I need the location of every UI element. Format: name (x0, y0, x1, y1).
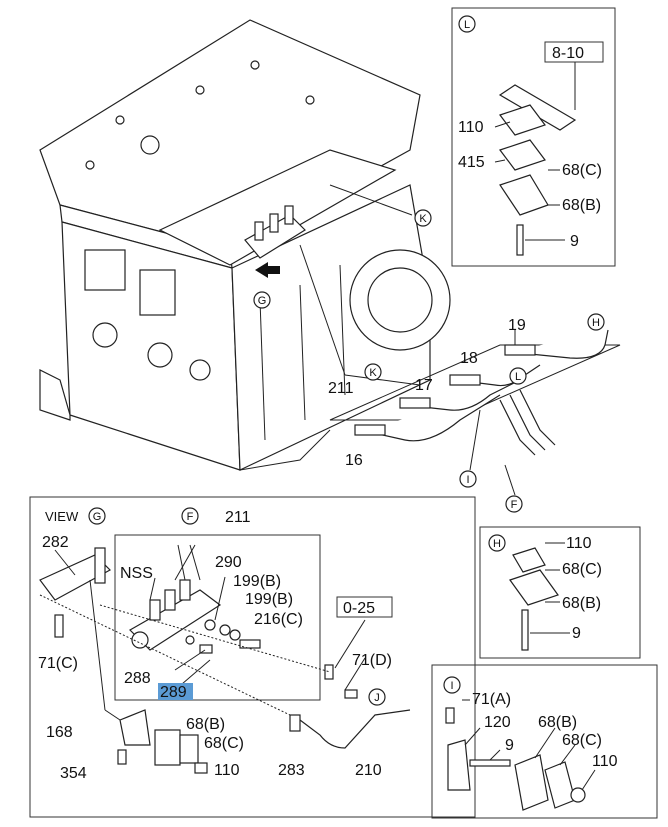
view-g-highlight-289 (158, 683, 193, 700)
pipe-label-16: 16 (345, 452, 363, 469)
detail-h-label-110: 110 (566, 535, 592, 552)
detail-l-ref-box: 8-10 (544, 41, 604, 63)
detail-i-box (431, 664, 658, 819)
view-g-label-290: 290 (215, 554, 242, 571)
view-g-label-210: 210 (355, 762, 382, 779)
view-g-title: VIEW (45, 509, 79, 524)
detail-l-label-415: 415 (458, 154, 485, 171)
detail-i-circle: I (443, 676, 461, 694)
detail-l-circle: L (458, 15, 476, 33)
svg-text:0-25: 0-25 (343, 600, 375, 617)
svg-text:F: F (187, 511, 194, 523)
detail-l-label-110: 110 (458, 119, 484, 136)
view-g-label-168: 168 (46, 724, 73, 741)
label-k-engine: K (414, 209, 432, 227)
pipe-circle-i: I (459, 470, 477, 488)
view-g-circle: G (88, 507, 106, 525)
svg-text:H: H (592, 317, 600, 329)
view-g-parts (39, 544, 411, 774)
detail-l-label-68b: 68(B) (562, 197, 601, 214)
view-g-label-289: 289 (160, 684, 187, 701)
detail-l-label-9: 9 (570, 233, 579, 250)
pipe-label-18: 18 (460, 350, 478, 367)
detail-h-label-68c: 68(C) (562, 561, 602, 578)
svg-text:8-10: 8-10 (552, 45, 584, 62)
view-g-label-199b-1: 199(B) (233, 573, 281, 590)
view-g-ref-box: 0-25 (336, 596, 393, 618)
detail-i-label-110: 110 (592, 753, 618, 770)
pipe-label-17: 17 (415, 377, 433, 394)
pipe-circle-h: H (587, 313, 605, 331)
view-g-label-288: 288 (124, 670, 151, 687)
view-g-label-199b-2: 199(B) (245, 591, 293, 608)
view-g-circle-f: F (181, 507, 199, 525)
view-g-label-283: 283 (278, 762, 305, 779)
view-g-label-282: 282 (42, 534, 69, 551)
pipe-label-19: 19 (508, 317, 526, 334)
view-g-box (29, 496, 476, 818)
detail-h-circle: H (488, 534, 506, 552)
detail-i-label-68b: 68(B) (538, 714, 577, 731)
svg-text:H: H (493, 538, 501, 550)
detail-i-label-71a: 71(A) (472, 691, 511, 708)
view-g-circle-j: J (368, 688, 386, 706)
view-g-label-68c: 68(C) (204, 735, 244, 752)
svg-text:I: I (466, 474, 469, 486)
svg-text:L: L (515, 371, 521, 383)
view-g-label-nss: NSS (120, 565, 153, 582)
label-g-engine: G (253, 291, 271, 309)
view-g-label-71d: 71(D) (352, 652, 392, 669)
view-g-inner-box (114, 534, 321, 701)
detail-h-parts (509, 542, 570, 651)
view-g-label-211: 211 (225, 509, 251, 526)
svg-text:I: I (450, 680, 453, 692)
detail-l-box (451, 7, 616, 267)
pipe-circle-k: K (364, 363, 382, 381)
view-g-label-68b: 68(B) (186, 716, 225, 733)
detail-i-label-120: 120 (484, 714, 511, 731)
detail-i-label-68c: 68(C) (562, 732, 602, 749)
svg-text:K: K (419, 213, 427, 225)
svg-text:F: F (511, 499, 518, 511)
detail-i-parts (445, 699, 596, 811)
view-g-label-354: 354 (60, 765, 87, 782)
pipe-circle-l: L (509, 367, 527, 385)
label-211-engine: 211 (328, 380, 354, 397)
svg-text:K: K (369, 367, 377, 379)
detail-h-label-68b: 68(B) (562, 595, 601, 612)
fuel-pipes-illustration (329, 329, 621, 496)
svg-text:J: J (374, 692, 380, 704)
engine-block-illustration (39, 19, 451, 471)
pipe-circle-f: F (505, 495, 523, 513)
view-g-label-110: 110 (214, 762, 240, 779)
detail-i-label-9: 9 (505, 737, 514, 754)
svg-text:L: L (464, 19, 470, 31)
view-g-label-71c: 71(C) (38, 655, 78, 672)
detail-h-label-9: 9 (572, 625, 581, 642)
svg-text:G: G (93, 511, 102, 523)
detail-l-parts (494, 62, 577, 256)
svg-text:G: G (258, 295, 267, 307)
detail-h-box (479, 526, 641, 659)
view-g-label-216c: 216(C) (254, 611, 303, 628)
detail-l-label-68c: 68(C) (562, 162, 602, 179)
